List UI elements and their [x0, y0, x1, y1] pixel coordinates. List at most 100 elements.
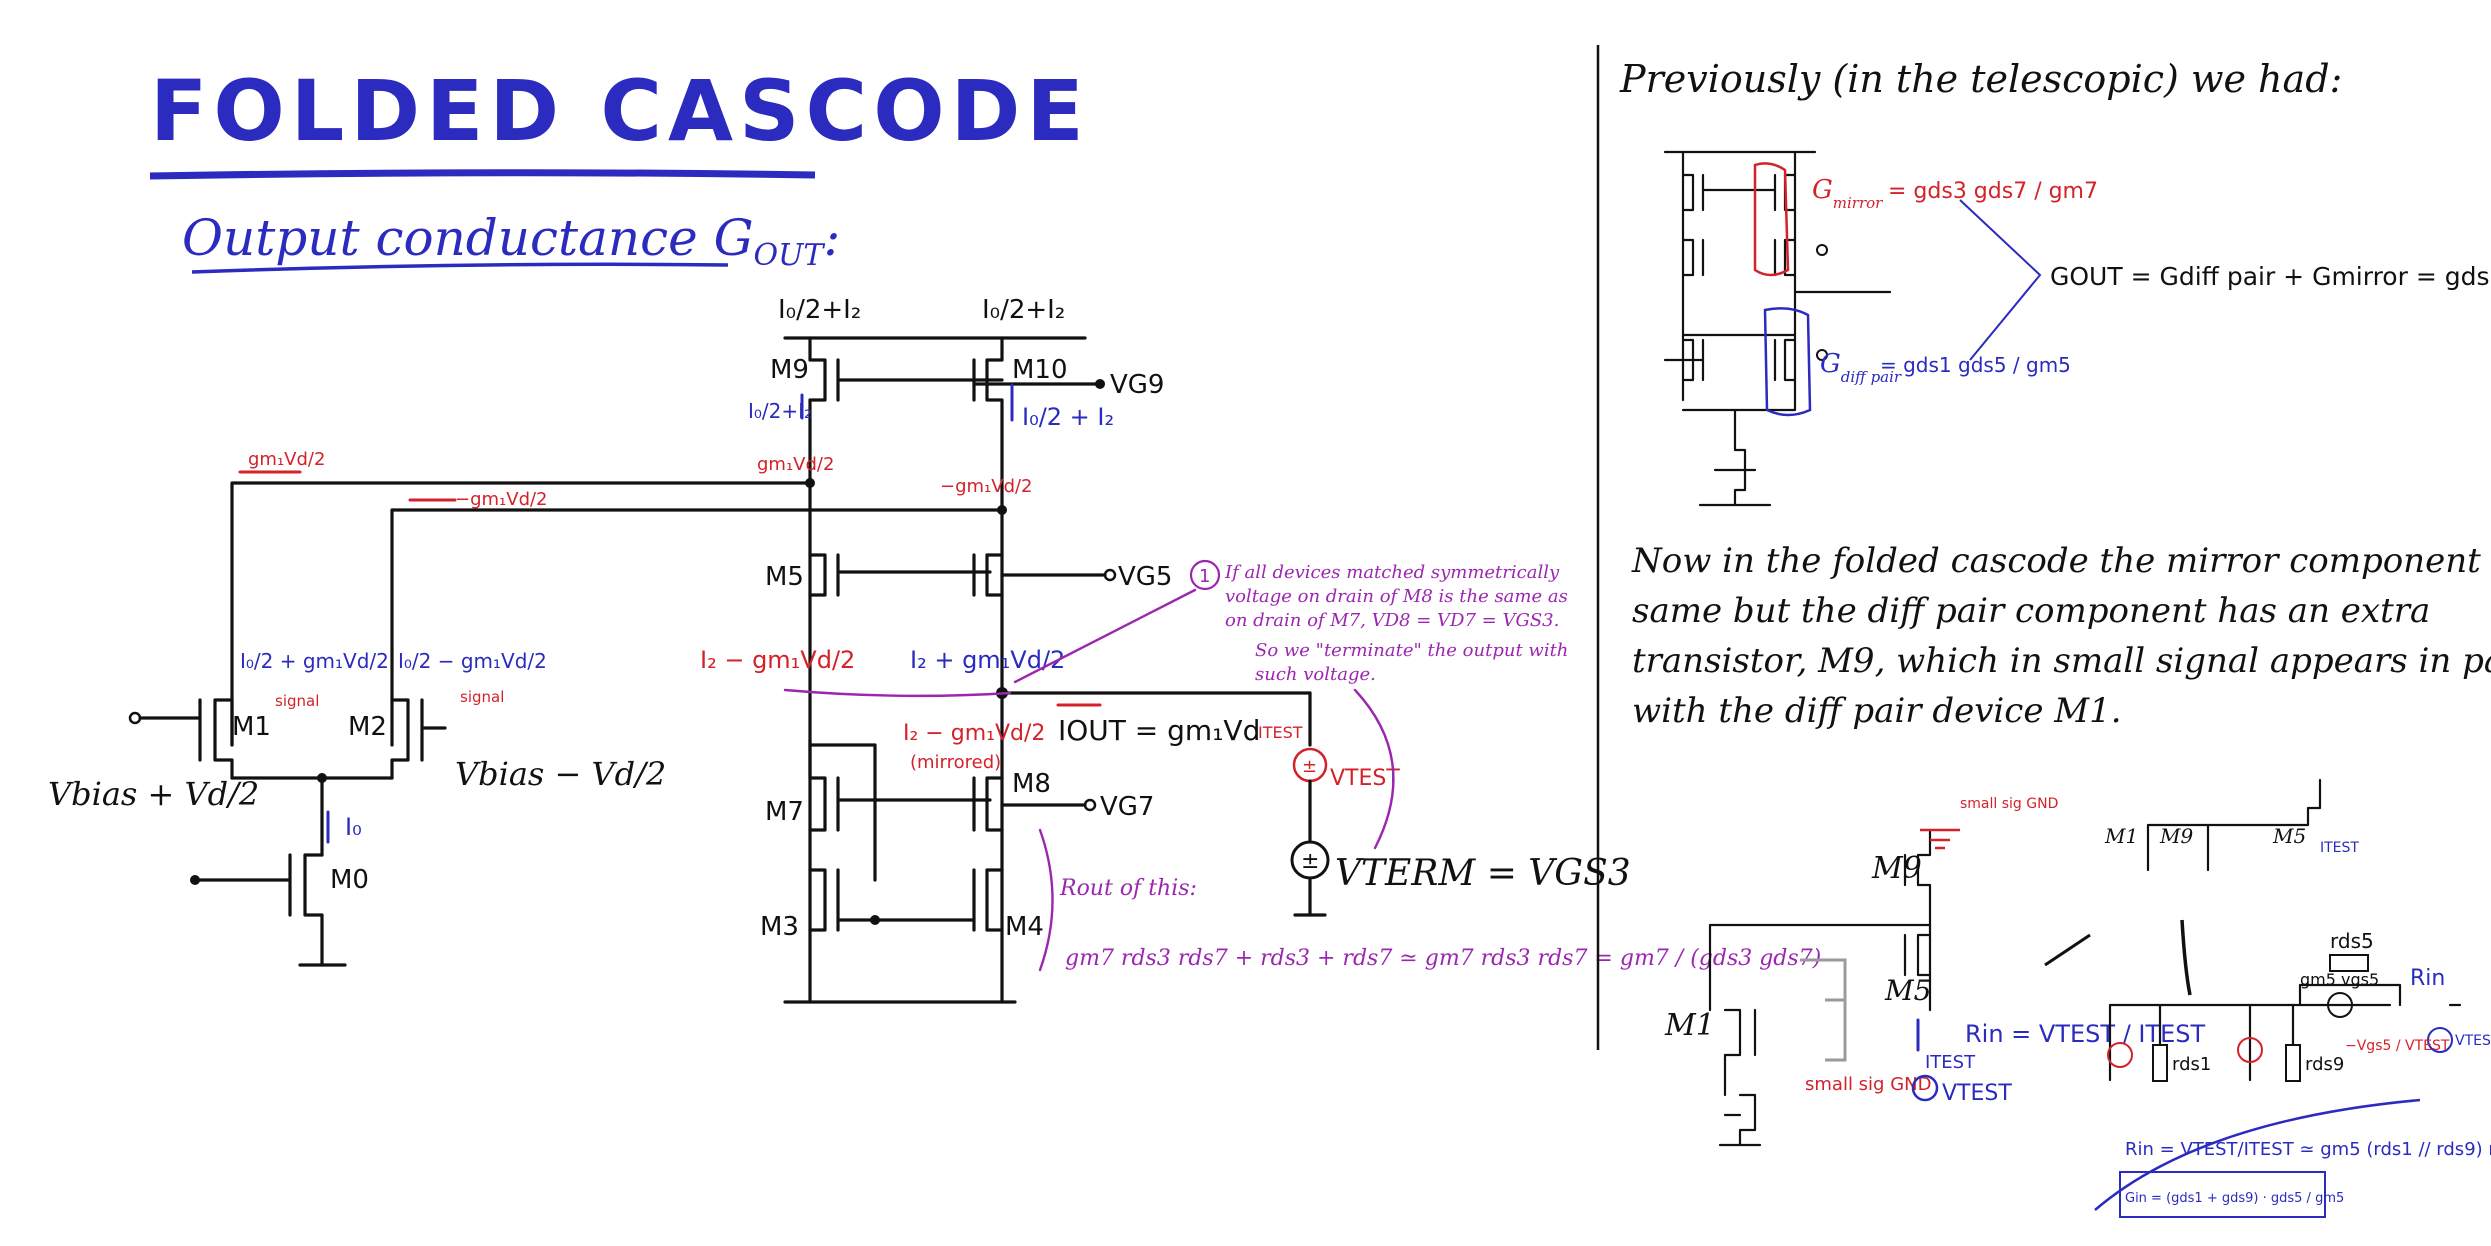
ss-m9-label: M9 [1871, 851, 1922, 886]
svg-text:Output conductance GOUT:: Output conductance GOUT: [182, 209, 840, 273]
rds9-resistor [2285, 1044, 2301, 1082]
svg-text:Gmirror: Gmirror [1812, 175, 1883, 212]
m9-ghost [1800, 958, 1847, 1062]
note1: If all devices matched symmetrically vol… [1224, 562, 1568, 685]
mirror-highlight [1753, 162, 1790, 277]
m7-label: M7 [765, 797, 804, 827]
m9-transistor [808, 336, 1004, 422]
telescopic-bias-node-1 [1816, 244, 1828, 256]
iout-label: IOUT = gm₁Vd [1058, 714, 1260, 747]
m10-current: I₀/2 + I₂ [1022, 403, 1114, 431]
m5-label: M5 [765, 562, 804, 592]
tiny-itest-label: ITEST [2320, 840, 2359, 856]
note1-line-0: If all devices matched symmetrically [1224, 562, 1560, 583]
m2-drain-current: I₀/2 − gm₁Vd/2 [398, 649, 547, 673]
terminate-outline [783, 688, 1012, 698]
mirrored-note: (mirrored) [910, 752, 1001, 773]
diff-highlight [1763, 307, 1812, 417]
explanation-paragraph: Now in the folded cascode the mirror com… [1631, 541, 2491, 731]
m0-transistor [198, 853, 324, 967]
m2-signal-label: signal [460, 688, 504, 706]
m1-signal-label: signal [275, 692, 319, 710]
vterm-polarity: ± [1301, 849, 1319, 874]
note1-pointer [1013, 588, 1197, 684]
m2-label: M2 [348, 712, 387, 742]
gin-box [2119, 1171, 2326, 1218]
paragraph-line-1: same but the diff pair component has an … [1632, 591, 2430, 631]
m3-label: M3 [760, 912, 799, 942]
subtitle-underline [191, 262, 729, 274]
itest-label: ITEST [1258, 723, 1303, 742]
wire-top-current: gm₁Vd/2 [248, 449, 325, 470]
gin-eq: Gin = (gds1 + gds9) · gds5 / gm5 [2125, 1191, 2344, 1206]
tiny-m5-label: M5 [2272, 824, 2306, 848]
vbias-plus-label: Vbias + Vd/2 [48, 775, 259, 813]
tail-node [317, 773, 327, 783]
g-diff-symbol: G [1820, 349, 1841, 379]
transform-arrow-1 [2044, 933, 2091, 967]
rin-label: Rin [2410, 966, 2445, 991]
telescopic-bias-node-2 [1816, 349, 1828, 361]
m10-label: M10 [1012, 355, 1068, 385]
rin-full-eq: Rin = VTEST/ITEST ≃ gm5 (rds1 // rds9) r… [2125, 1139, 2491, 1160]
note1-to-vterm-arrow [1353, 688, 1395, 850]
note1-line-3: So we "terminate" the output with [1255, 640, 1568, 661]
ss-rin-eq: Rin = VTEST / ITEST [1965, 1020, 2206, 1048]
m1-current-source [2107, 1042, 2133, 1068]
m3-diode-wire [808, 743, 877, 882]
transform-arrow-2 [2180, 919, 2192, 996]
rds5-label: rds5 [2330, 929, 2374, 953]
top-current-left: I₀/2+I₂ [778, 295, 861, 325]
m8-label: M8 [1012, 769, 1051, 799]
m9-label: M9 [770, 355, 809, 385]
subtitle: Output conductance GOUT: [182, 209, 840, 273]
m2-transistor [390, 698, 447, 780]
subtitle-text: Output conductance G [182, 209, 754, 267]
g-diff-eq: = gds1 gds5 / gm5 [1880, 353, 2071, 377]
top-current-right: I₀/2+I₂ [982, 295, 1065, 325]
ss-m1-label: M1 [1664, 1008, 1715, 1043]
ss-m5-label: M5 [1884, 974, 1931, 1007]
g-mirror-label: Gmirror = gds3 gds7 / gm7 [1812, 175, 2098, 212]
m5-transistor [808, 553, 1004, 597]
tiny-m1-label: M1 [2104, 824, 2138, 848]
telescopic-schematic [1663, 150, 1892, 507]
page-title: FOLDED CASCODE [150, 62, 1090, 160]
note1-marker: 1 [1199, 566, 1210, 587]
rds9-label: rds9 [2305, 1054, 2344, 1075]
vg9-node [1095, 379, 1105, 389]
mirrored-current: I₂ − gm₁Vd/2 [903, 721, 1045, 746]
eq-vtest-source [2427, 1027, 2453, 1053]
ss-small-gnd-bottom: small sig GND [1805, 1074, 1931, 1095]
subtitle-colon: : [823, 209, 840, 267]
ss-itest-label: ITEST [1925, 1052, 1976, 1073]
small-signal-wires [1708, 828, 1932, 1147]
m1-transistor [138, 698, 234, 780]
rds1-label: rds1 [2172, 1054, 2211, 1075]
rout-formula: gm7 rds3 rds7 + rds3 + rds7 ≃ gm7 rds3 r… [1065, 946, 1821, 971]
rout-brace [1038, 828, 1054, 972]
note1-line-2: on drain of M7, VD8 = VD7 = VGS3. [1225, 610, 1559, 631]
note1-line-1: voltage on drain of M8 is the same as [1225, 586, 1568, 607]
note1-marker-circle [1189, 559, 1221, 591]
m4-label: M4 [1005, 912, 1044, 942]
vg5-label: VG5 [1118, 562, 1172, 592]
right-branch-current: I₂ + gm₁Vd/2 [910, 646, 1065, 674]
svg-text:Gdiff pair: Gdiff pair [1820, 349, 1902, 386]
m3-m4-transistors [808, 868, 1004, 932]
g-diff-label: Gdiff pair = gds1 gds5 / gm5 [1820, 349, 2071, 386]
title-underline [149, 169, 816, 180]
gm1-right-top: −gm₁Vd/2 [940, 476, 1033, 497]
gm1-left-top: gm₁Vd/2 [757, 454, 834, 475]
vgs5-note: −Vgs5 / VTEST [2345, 1038, 2450, 1054]
m7-m8-transistors [808, 738, 1004, 832]
g-mirror-subscript: mirror [1833, 194, 1883, 212]
rds1-resistor [2152, 1044, 2168, 1082]
m0-label: M0 [330, 865, 369, 895]
wire-mid-current: −gm₁Vd/2 [455, 489, 548, 510]
previous-heading: Previously (in the telescopic) we had: [1619, 57, 2342, 101]
g-diff-subscript: diff pair [1841, 368, 1902, 386]
left-branch-current: I₂ − gm₁Vd/2 [700, 646, 855, 674]
